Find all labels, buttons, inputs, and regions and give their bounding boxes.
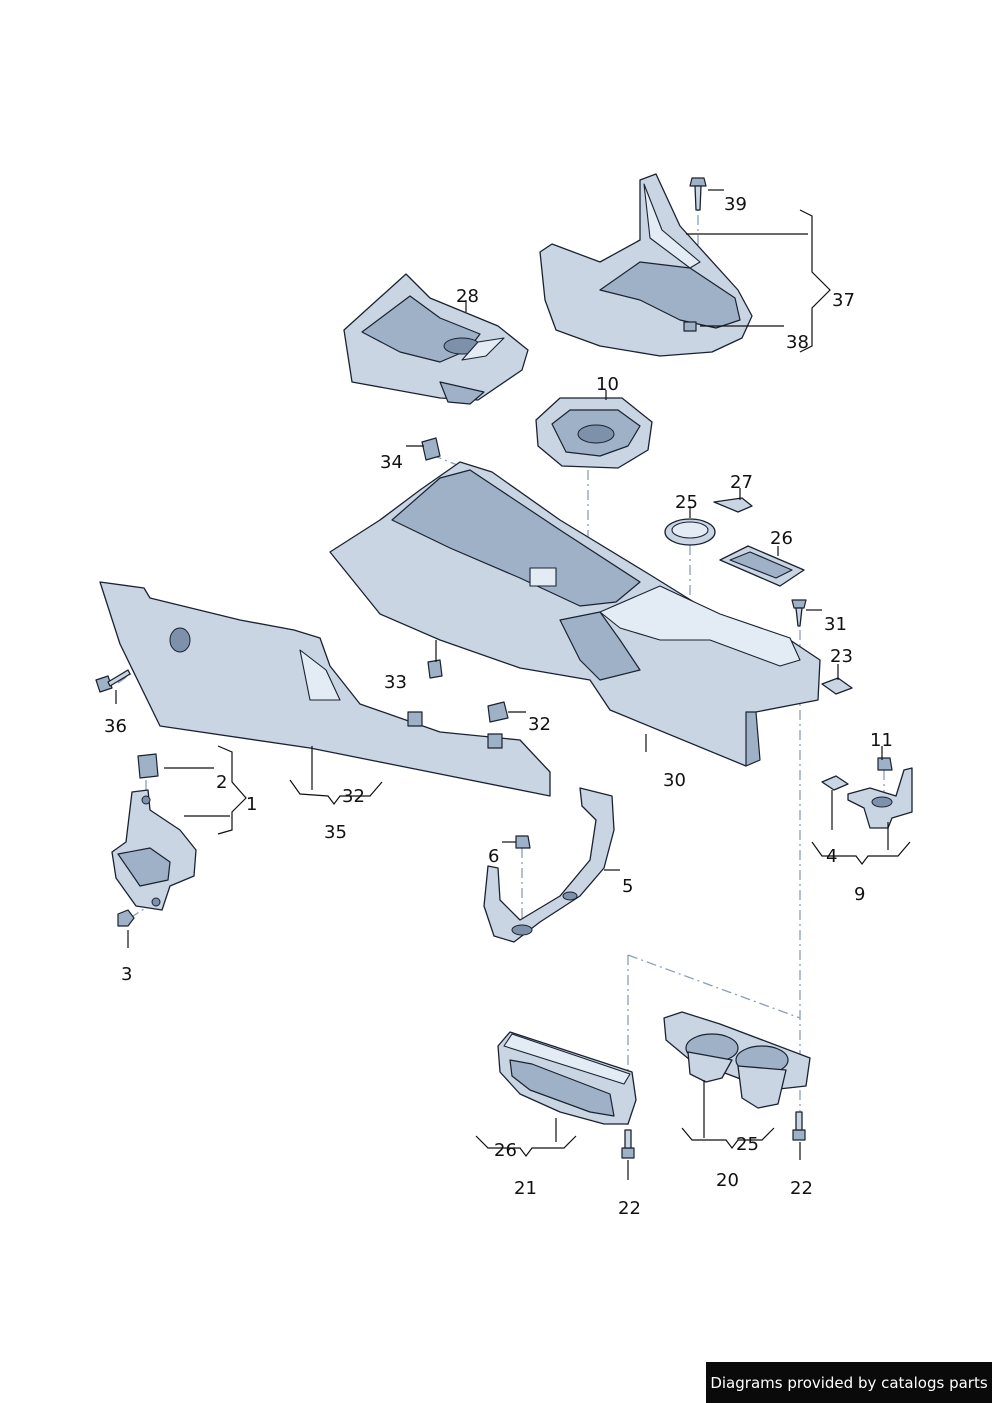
part-2-clip (137, 753, 159, 779)
callout-35: 35 (324, 822, 347, 843)
callout-11: 11 (870, 730, 893, 751)
part-34-clip (421, 437, 441, 461)
part-10-shift-boot-frame (535, 397, 653, 469)
callout-22-left: 22 (618, 1198, 641, 1219)
part-30-center-console (329, 461, 821, 767)
part-33-clip (427, 659, 443, 679)
callout-33: 33 (384, 672, 407, 693)
callout-5: 5 (622, 876, 633, 897)
part-9-bracket (847, 767, 913, 829)
part-35-side-trim-panel (99, 581, 551, 797)
callout-27: 27 (730, 472, 753, 493)
part-32-clip (487, 701, 509, 723)
callout-4: 4 (826, 846, 837, 867)
callout-38: 38 (786, 332, 809, 353)
callout-10: 10 (596, 374, 619, 395)
part-3-nut (117, 909, 135, 927)
callout-labels: 39 37 38 28 10 34 27 25 26 31 23 33 32 3… (104, 194, 893, 1219)
part-5-support-bracket (483, 787, 615, 943)
credit-banner: Diagrams provided by catalogs parts (706, 1362, 992, 1403)
callout-2: 2 (216, 772, 227, 793)
part-22-screw-right (792, 1111, 806, 1141)
part-27-bracket (713, 497, 753, 513)
callout-25-bottom: 25 (736, 1134, 759, 1155)
callout-34: 34 (380, 452, 403, 473)
callout-6: 6 (488, 846, 499, 867)
part-22-screw-left (621, 1129, 635, 1159)
callout-3: 3 (121, 964, 132, 985)
callout-23: 23 (830, 646, 853, 667)
part-31-screw (791, 599, 807, 627)
part-39-screw (689, 177, 707, 211)
callout-36: 36 (104, 716, 127, 737)
part-4-clip (821, 775, 849, 791)
part-23-clip (821, 677, 853, 695)
part-11-nut (877, 757, 893, 771)
callout-1: 1 (246, 794, 257, 815)
callout-39: 39 (724, 194, 747, 215)
callout-26-bottom: 26 (494, 1140, 517, 1161)
callout-32-clip: 32 (528, 714, 551, 735)
part-6-nut (515, 835, 531, 849)
part-26-insert-mat (719, 545, 805, 587)
callout-21: 21 (514, 1178, 537, 1199)
callout-37: 37 (832, 290, 855, 311)
callout-30: 30 (663, 770, 686, 791)
callout-26-top: 26 (770, 528, 793, 549)
part-37-shifter-trim (539, 173, 753, 357)
leader-lines (115, 189, 911, 1180)
part-20-cup-holder (663, 1011, 811, 1109)
part-28-storage-tray (343, 273, 529, 405)
callout-31: 31 (824, 614, 847, 635)
part-25-insert-mat-round (664, 518, 716, 546)
part-36-screw (95, 669, 131, 693)
callout-28: 28 (456, 286, 479, 307)
part-21-storage-compartment (497, 1031, 637, 1125)
part-1-bracket (111, 789, 197, 911)
callout-25-top: 25 (675, 492, 698, 513)
callout-32-panel: 32 (342, 786, 365, 807)
callout-20: 20 (716, 1170, 739, 1191)
callout-9: 9 (854, 884, 865, 905)
callout-22-right: 22 (790, 1178, 813, 1199)
